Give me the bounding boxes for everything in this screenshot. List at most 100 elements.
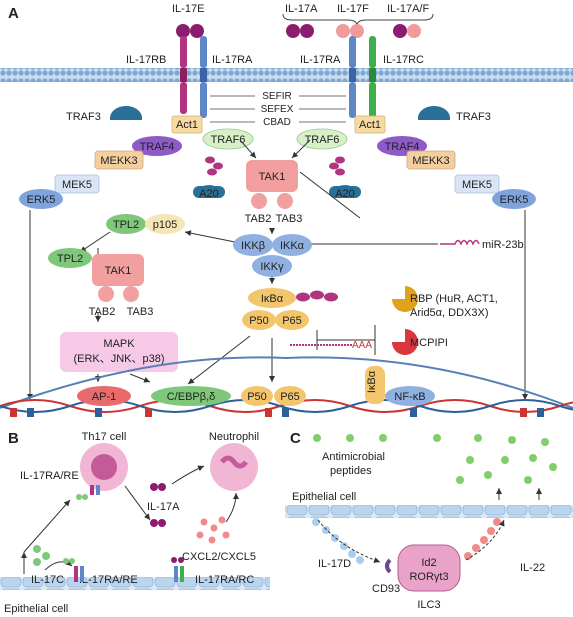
label-a20-left: A20 — [199, 188, 219, 200]
tak1-top — [246, 160, 298, 192]
label-sefir: SEFIR — [262, 91, 291, 102]
tak1-bottom — [92, 254, 144, 286]
label-ilc3: ILC3 — [417, 599, 440, 611]
label-rbp-line1: RBP (HuR, ACT1, — [410, 293, 498, 305]
mekk3-right — [406, 150, 456, 170]
neutrophil-cell — [210, 443, 258, 491]
label-traf4-left: TRAF4 — [140, 141, 175, 153]
label-il17a: IL-17A — [285, 3, 318, 15]
ikk-beta — [233, 234, 273, 256]
traf3-left-shape — [110, 106, 142, 118]
label-il17rb: IL-17RB — [126, 54, 166, 66]
ligand-il17a — [286, 24, 314, 38]
label-act1-left: Act1 — [176, 119, 198, 131]
ikk-gamma — [252, 255, 292, 277]
label-il17rc: IL-17RC — [383, 54, 424, 66]
dna-segments — [10, 408, 544, 417]
label-il17a-b: IL-17A — [147, 501, 180, 513]
mapk-box — [60, 332, 178, 372]
label-mcpipi: MCPIPI — [410, 337, 448, 349]
label-act1-right: Act1 — [359, 119, 381, 131]
act1-right — [354, 115, 386, 134]
ubiquitin-right — [329, 156, 345, 176]
label-ikba: IκBα — [261, 293, 284, 305]
label-amp-line2: peptides — [330, 465, 372, 477]
receptor-il17ra-right — [349, 36, 356, 118]
erk5-right — [492, 189, 536, 209]
label-il22: IL-22 — [520, 562, 545, 574]
label-mekk3-left: MEKK3 — [100, 155, 137, 167]
label-mapk-line1: MAPK — [103, 338, 135, 350]
label-il17f: IL-17F — [337, 3, 369, 15]
label-amp-line1: Antimicrobial — [322, 451, 385, 463]
label-nfkb: NF-κB — [394, 391, 425, 403]
p105 — [145, 214, 185, 234]
traf6-right — [296, 128, 348, 150]
epi-receptors — [74, 557, 184, 582]
label-p105: p105 — [153, 219, 177, 231]
label-traf6-left: TRAF6 — [211, 134, 246, 146]
mek5-left — [54, 174, 100, 194]
label-traf3-left: TRAF3 — [66, 111, 101, 123]
label-il17ra-right: IL-17RA — [300, 54, 341, 66]
label-mir23b: miR-23b — [482, 239, 524, 251]
label-tak1-top: TAK1 — [259, 171, 286, 183]
label-tab3-top: TAB3 — [276, 213, 303, 225]
mekk3-left — [94, 150, 144, 170]
ikk-alpha — [272, 234, 312, 256]
p50-nuc — [241, 386, 273, 406]
cd93-receptor — [385, 558, 392, 574]
traf3-right-shape — [418, 106, 450, 118]
label-rbp-line2: Arid5α, DDX3X) — [410, 307, 489, 319]
label-il17ra-left: IL-17RA — [212, 54, 253, 66]
il17c-dots — [33, 545, 50, 566]
label-erk5-left: ERK5 — [27, 194, 56, 206]
label-rorgt: RORγt3 — [409, 571, 448, 583]
receptor-il17rb — [180, 36, 187, 114]
label-il17c: IL-17C — [31, 574, 64, 586]
label-erk5-right: ERK5 — [500, 194, 529, 206]
ikba-ubiquitin — [296, 290, 338, 302]
svg-text:AAA: AAA — [352, 340, 372, 351]
label-traf6-right: TRAF6 — [305, 134, 340, 146]
ligand-il17af — [393, 24, 421, 38]
epithelium-b — [0, 577, 270, 590]
mcpipi-shape — [392, 329, 418, 355]
ubiquitin-left — [205, 156, 223, 176]
act1-left — [171, 115, 203, 134]
label-sefex: SEFEX — [261, 104, 294, 115]
label-receptor-top: IL-17RA/RE — [20, 470, 79, 482]
label-cebp: C/EBPβ,δ — [167, 391, 216, 403]
label-a20-right: A20 — [335, 188, 355, 200]
label-id2: Id2 — [421, 557, 436, 569]
nfkb — [385, 386, 435, 406]
label-p50-cyto: P50 — [249, 315, 269, 327]
th17-receptor — [90, 485, 100, 495]
label-mek5-left: MEK5 — [62, 179, 92, 191]
cebp — [151, 386, 231, 406]
label-il17af: IL-17A/F — [387, 3, 429, 15]
label-p50-nuc: P50 — [247, 391, 267, 403]
label-receptor-bottom: IL-17RA/RE — [79, 574, 138, 586]
mirna-hairpin — [440, 239, 480, 246]
tpl2-bottom — [48, 248, 92, 268]
label-mekk3-right: MEKK3 — [412, 155, 449, 167]
tpl2-top — [106, 214, 146, 234]
label-p65-nuc: P65 — [280, 391, 300, 403]
label-traf3-right: TRAF3 — [456, 111, 491, 123]
ap1 — [77, 386, 131, 406]
receptor-il17rc — [369, 36, 376, 118]
label-traf4-right: TRAF4 — [385, 141, 420, 153]
label-tpl2-bottom: TPL2 — [57, 253, 83, 265]
label-il17d: IL-17D — [318, 558, 351, 570]
label-ikba-nuc: IκBα — [366, 370, 378, 393]
ikba-complex — [248, 288, 296, 308]
chemokine-dots — [196, 516, 230, 544]
label-mapk-line2: (ERK、JNK、p38) — [73, 353, 164, 365]
label-epithelial-b: Epithelial cell — [4, 603, 68, 615]
panel-b-letter: B — [8, 430, 19, 447]
traf4-left — [132, 136, 182, 156]
label-tab2-bottom: TAB2 — [89, 306, 116, 318]
ikba-nuc — [365, 366, 385, 404]
panel-a-letter: A — [8, 5, 19, 22]
